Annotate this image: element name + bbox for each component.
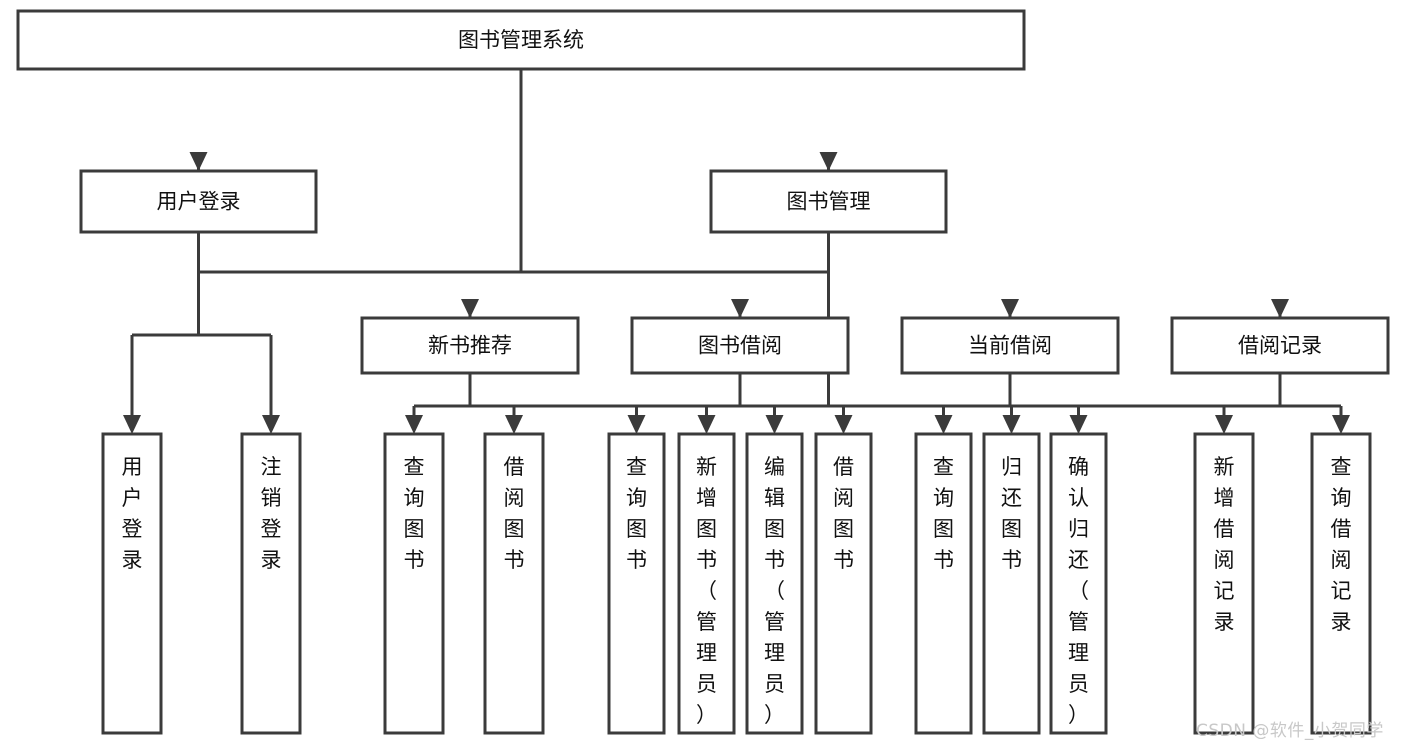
node-root-root[interactable]: 图书管理系统	[16, 9, 1026, 71]
node-leaf-leaf-query-book-borrow[interactable]: 查询图书	[607, 432, 666, 735]
node-label: 图书管理	[787, 190, 871, 214]
arrow-head-icon	[627, 415, 646, 434]
node-label: 编辑图书（管理员）	[764, 455, 785, 727]
node-box	[745, 432, 804, 735]
arrow-head-icon	[505, 415, 523, 434]
node-leaf-leaf-confirm-return[interactable]: 确认归还（管理员）	[1049, 432, 1108, 735]
node-level1-book-management[interactable]: 图书管理	[709, 169, 948, 234]
node-leaf-leaf-logout[interactable]: 注销登录	[240, 432, 302, 735]
node-level2-new-book-recommend[interactable]: 新书推荐	[360, 316, 580, 375]
node-label: 注销登录	[261, 455, 282, 572]
arrow-head-icon	[1215, 415, 1233, 434]
node-box	[79, 169, 318, 234]
node-leaf-leaf-query-borrow-record[interactable]: 查询借阅记录	[1310, 432, 1372, 735]
arrow-head-icon	[262, 415, 280, 434]
arrow-head-icon	[1271, 299, 1289, 318]
arrow-head-icon	[461, 299, 479, 318]
node-box	[1310, 432, 1372, 735]
node-label: 借阅图书	[833, 455, 854, 572]
node-box	[1049, 432, 1108, 735]
node-label: 图书借阅	[698, 334, 782, 358]
node-label: 新增图书（管理员）	[696, 455, 717, 727]
node-box	[16, 9, 1026, 71]
node-label: 用户登录	[157, 190, 241, 214]
node-label: 借阅记录	[1238, 334, 1322, 358]
node-label: 归还图书	[1001, 455, 1022, 572]
node-leaf-leaf-query-book-current[interactable]: 查询图书	[914, 432, 973, 735]
node-leaf-leaf-return-book[interactable]: 归还图书	[982, 432, 1041, 735]
node-label: 查询借阅记录	[1331, 455, 1352, 634]
arrow-head-icon	[697, 415, 716, 434]
node-box	[982, 432, 1041, 735]
node-label: 借阅图书	[504, 455, 525, 572]
node-box	[814, 432, 873, 735]
node-leaf-leaf-add-borrow-record[interactable]: 新增借阅记录	[1193, 432, 1255, 735]
node-leaf-leaf-query-book-recommend[interactable]: 查询图书	[383, 432, 445, 735]
arrow-head-icon	[405, 415, 423, 434]
arrow-head-icon	[1332, 415, 1350, 434]
node-label: 确认归还（管理员）	[1068, 455, 1089, 727]
node-box	[101, 432, 163, 735]
nodes-layer: 图书管理系统用户登录图书管理新书推荐图书借阅当前借阅借阅记录用户登录注销登录查询…	[16, 9, 1390, 735]
arrow-head-icon	[123, 415, 141, 434]
node-label: 查询图书	[404, 455, 425, 572]
node-label: 用户登录	[122, 455, 143, 572]
node-leaf-leaf-add-book[interactable]: 新增图书（管理员）	[677, 432, 736, 735]
arrow-head-icon	[1001, 299, 1019, 318]
arrow-head-icon	[765, 415, 784, 434]
node-level2-book-borrow[interactable]: 图书借阅	[630, 316, 850, 375]
node-box	[900, 316, 1120, 375]
node-box	[483, 432, 545, 735]
connectors-layer	[123, 69, 1350, 434]
node-label: 新书推荐	[428, 334, 512, 358]
node-box	[630, 316, 850, 375]
node-box	[383, 432, 445, 735]
node-leaf-leaf-borrow-book-recommend[interactable]: 借阅图书	[483, 432, 545, 735]
node-box	[677, 432, 736, 735]
node-box	[1193, 432, 1255, 735]
node-box	[240, 432, 302, 735]
node-box	[360, 316, 580, 375]
node-leaf-leaf-edit-book[interactable]: 编辑图书（管理员）	[745, 432, 804, 735]
node-level1-user-login[interactable]: 用户登录	[79, 169, 318, 234]
arrow-head-icon	[1069, 415, 1088, 434]
node-label: 查询图书	[933, 455, 954, 572]
node-level2-current-borrow[interactable]: 当前借阅	[900, 316, 1120, 375]
node-label: 当前借阅	[968, 334, 1052, 358]
node-level2-borrow-records[interactable]: 借阅记录	[1170, 316, 1390, 375]
arrow-head-icon	[189, 152, 208, 171]
arrow-head-icon	[934, 415, 953, 434]
arrow-head-icon	[1002, 415, 1021, 434]
node-box	[1170, 316, 1390, 375]
arrow-head-icon	[819, 152, 838, 171]
node-leaf-leaf-user-login[interactable]: 用户登录	[101, 432, 163, 735]
csdn-watermark: CSDN @软件_小贺同学	[1196, 721, 1384, 741]
node-label: 图书管理系统	[458, 28, 584, 52]
node-label: 新增借阅记录	[1214, 455, 1235, 634]
arrow-head-icon	[731, 299, 749, 318]
node-box	[607, 432, 666, 735]
node-box	[914, 432, 973, 735]
arrow-head-icon	[834, 415, 853, 434]
node-label: 查询图书	[626, 455, 647, 572]
node-box	[709, 169, 948, 234]
node-leaf-leaf-borrow-book[interactable]: 借阅图书	[814, 432, 873, 735]
